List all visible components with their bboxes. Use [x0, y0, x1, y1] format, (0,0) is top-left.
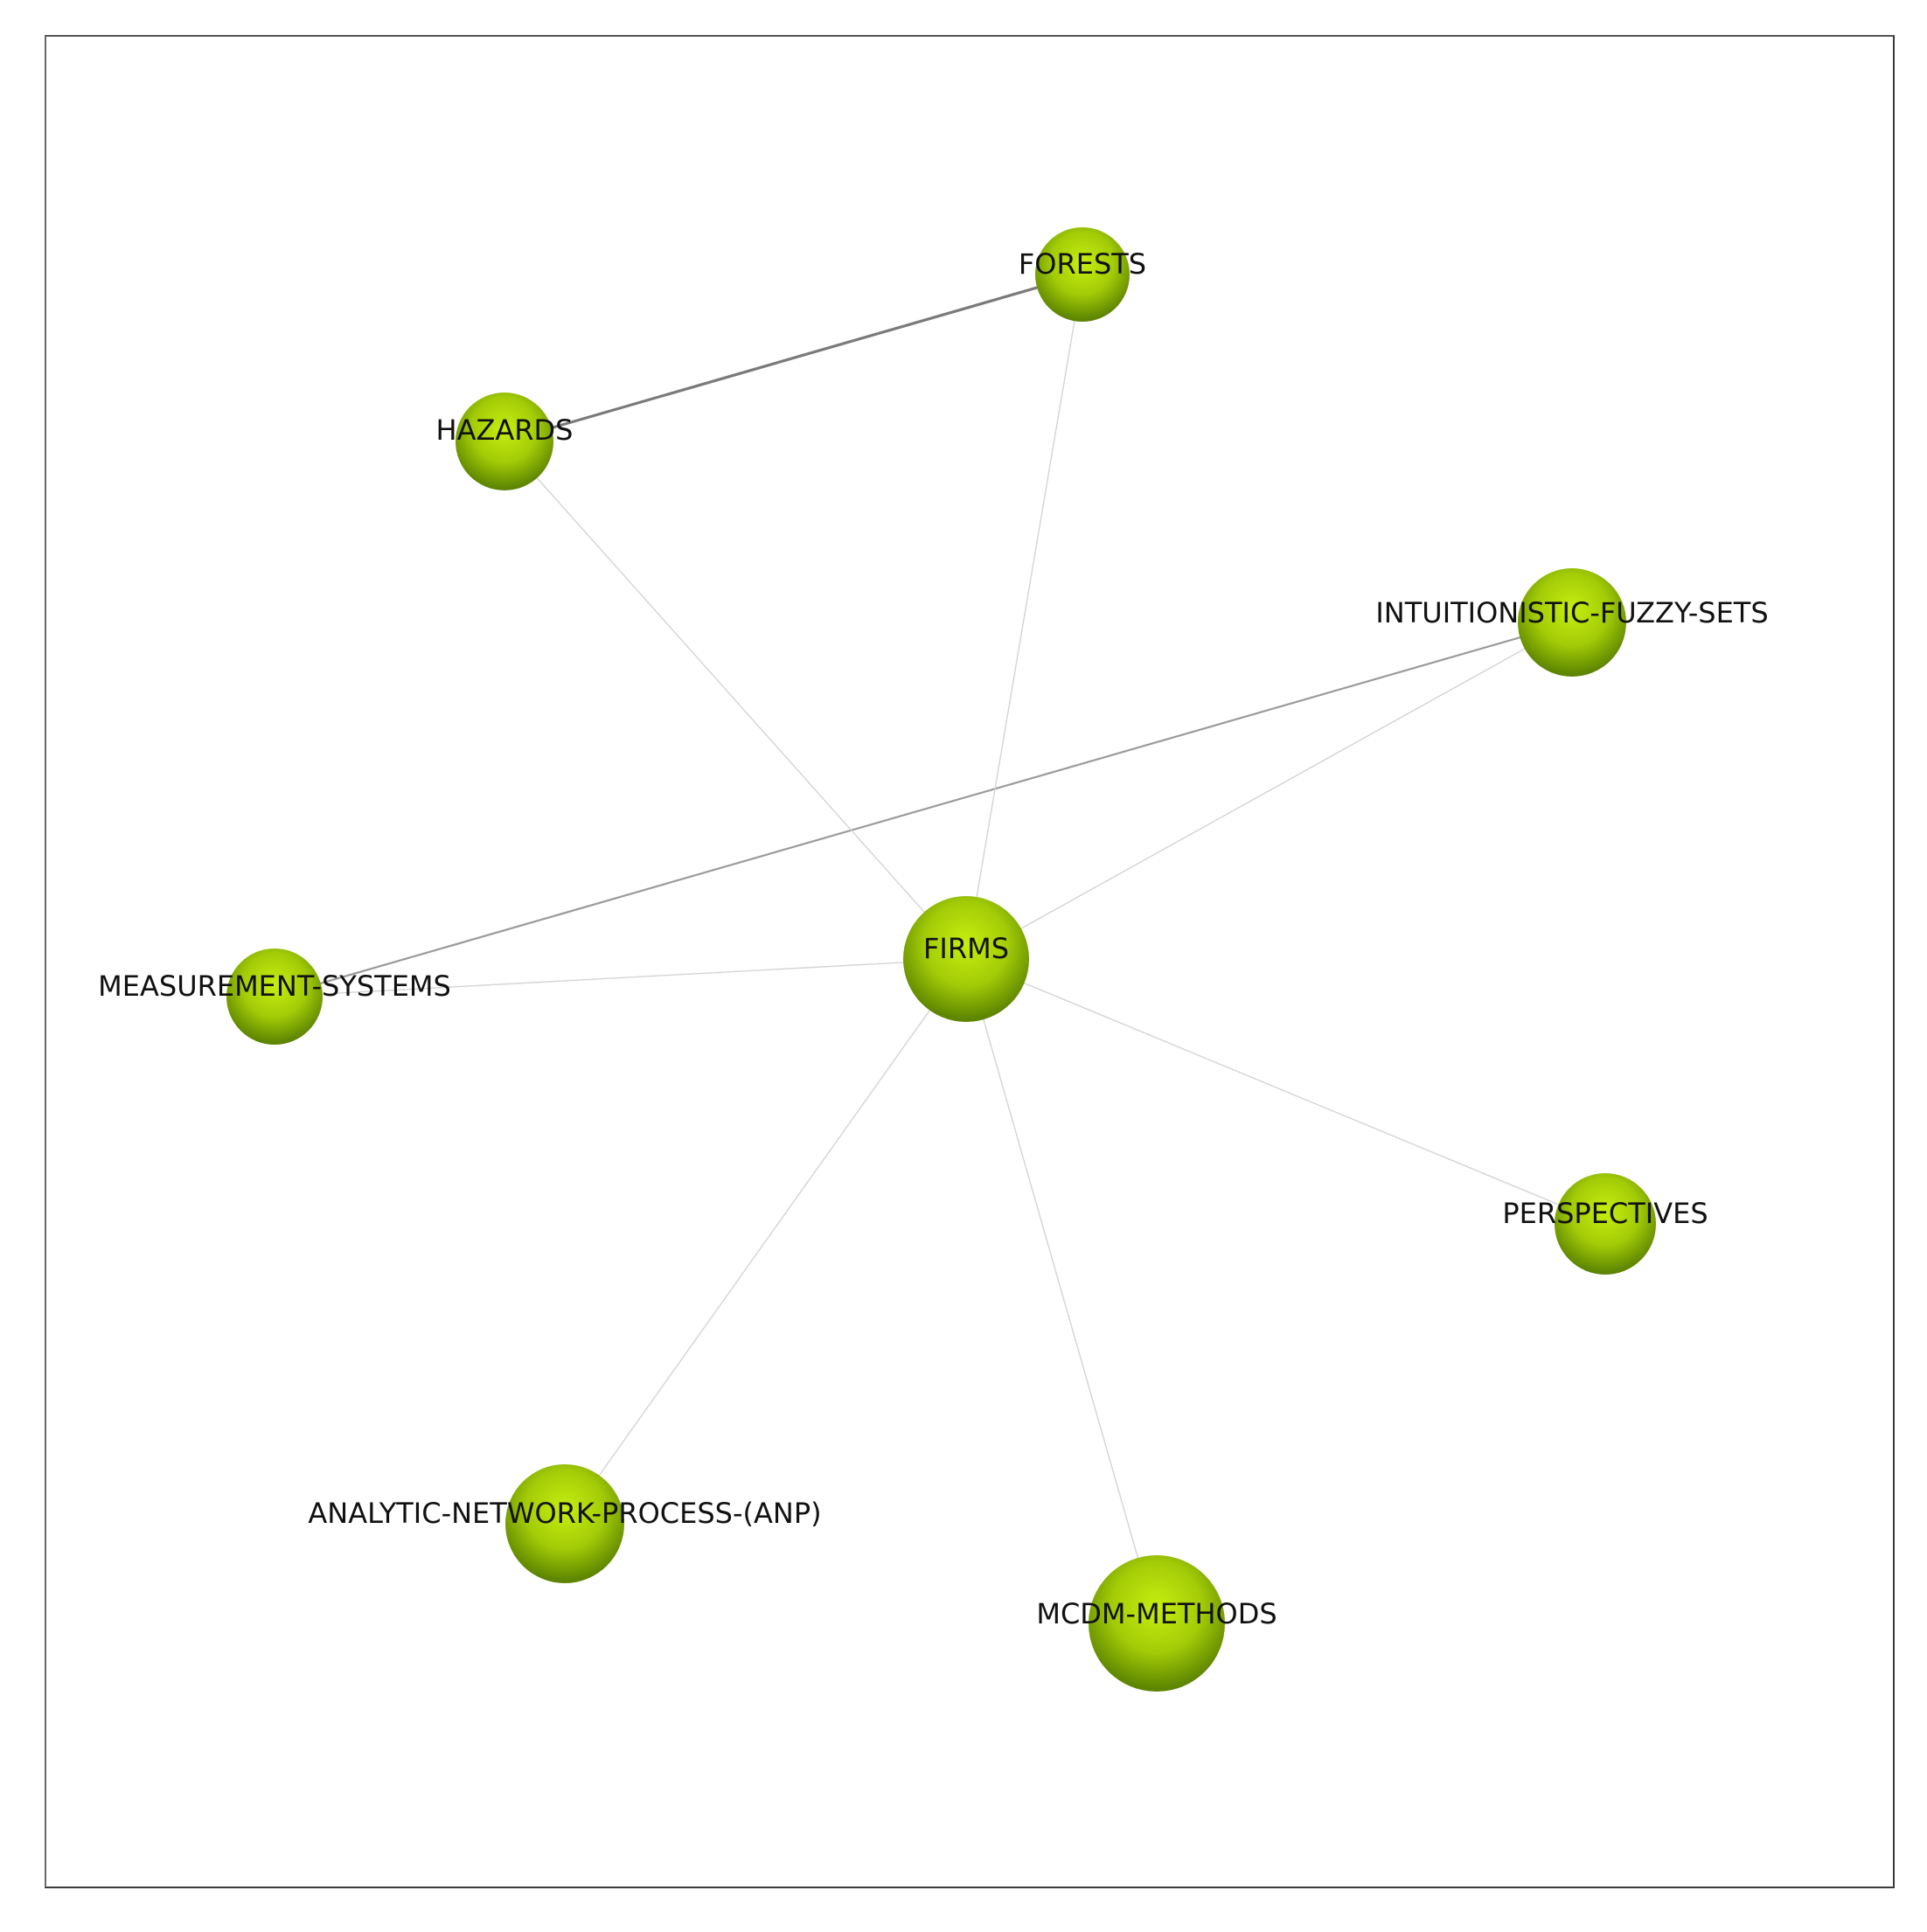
- edges-layer: [274, 273, 1606, 1624]
- node-label-mcdm: MCDM-METHODS: [1036, 1597, 1277, 1630]
- edge-firms-hazards: [504, 441, 967, 960]
- node-measurement[interactable]: [226, 949, 323, 1045]
- node-mcdm[interactable]: [1089, 1555, 1225, 1692]
- node-forests[interactable]: [1035, 227, 1130, 322]
- node-anp[interactable]: [505, 1464, 624, 1583]
- edge-firms-measurement: [274, 958, 967, 997]
- node-label-anp: ANALYTIC-NETWORK-PROCESS-(ANP): [308, 1497, 821, 1530]
- nodes-layer: [226, 227, 1656, 1692]
- node-firms[interactable]: [903, 896, 1029, 1022]
- labels-layer: FORESTS HAZARDS INTUITIONISTIC-FUZZY-SETS F…: [98, 247, 1769, 1630]
- node-label-hazards: HAZARDS: [436, 414, 574, 447]
- node-label-intuitionistic: INTUITIONISTIC-FUZZY-SETS: [1375, 596, 1768, 629]
- node-label-firms: FIRMS: [923, 932, 1009, 965]
- edge-firms-perspectives: [965, 958, 1606, 1225]
- node-label-measurement: MEASUREMENT-SYSTEMS: [98, 969, 451, 1003]
- node-intuitionistic[interactable]: [1518, 568, 1626, 677]
- node-label-forests: FORESTS: [1019, 247, 1146, 281]
- node-perspectives[interactable]: [1555, 1173, 1656, 1275]
- node-label-perspectives: PERSPECTIVES: [1502, 1197, 1708, 1230]
- edge-firms-intuitionistic: [965, 622, 1573, 960]
- edge-measurement-intuitionistic: [274, 621, 1573, 998]
- edge-firms-mcdm: [965, 958, 1158, 1624]
- node-hazards[interactable]: [456, 393, 553, 490]
- edge-firms-forests: [965, 274, 1083, 960]
- edge-hazards-forests: [504, 273, 1083, 443]
- edge-firms-anp: [564, 958, 967, 1525]
